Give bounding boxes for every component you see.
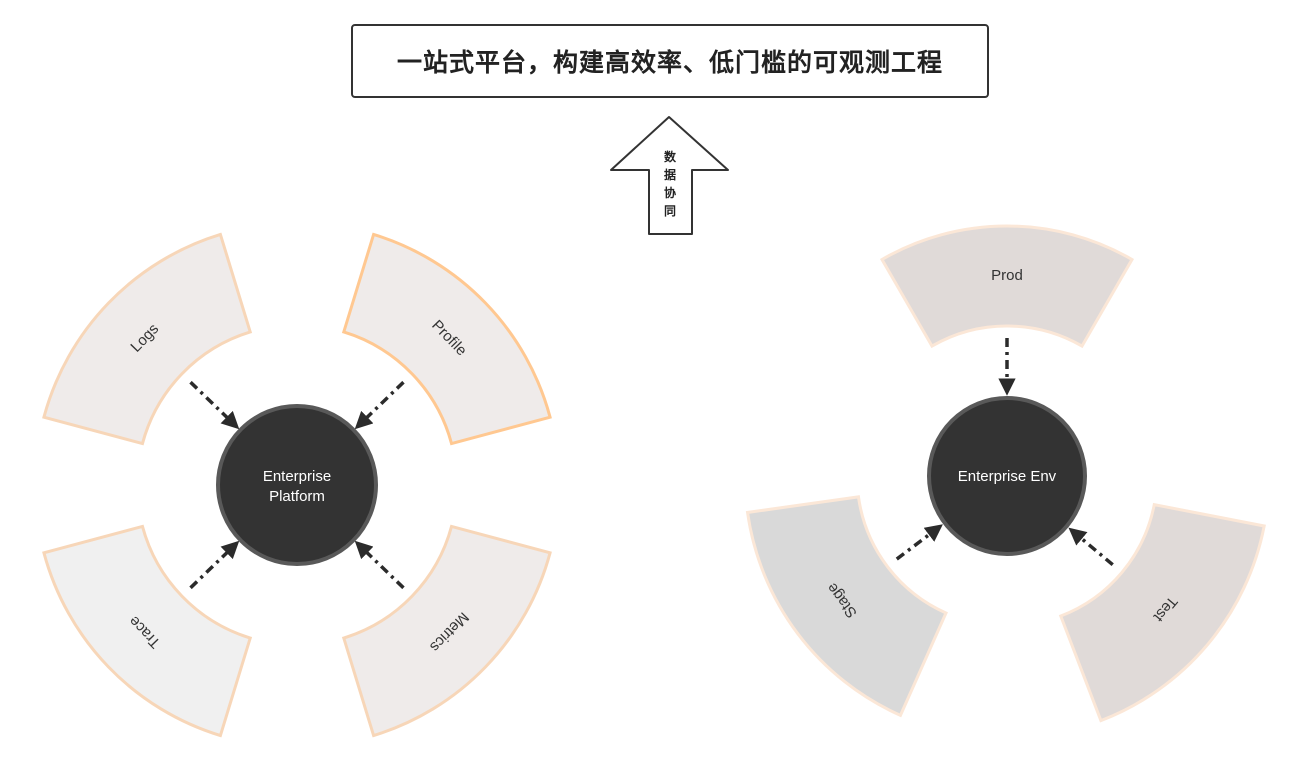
dash-dot-arrow <box>895 523 943 561</box>
title-box: 一站式平台，构建高效率、低门槛的可观测工程 <box>351 24 989 98</box>
arrow-label-char: 数 <box>664 149 677 164</box>
dash-dot-arrow <box>354 380 405 430</box>
env-diagram: Prod Test Stage Enterprise Env <box>745 224 1266 723</box>
dash-dot-arrow <box>354 540 405 590</box>
dash-dot-arrow <box>1068 527 1114 567</box>
segment-shape <box>341 232 552 446</box>
title-text: 一站式平台，构建高效率、低门槛的可观测工程 <box>396 48 943 77</box>
segment-shape <box>42 232 253 446</box>
up-arrow-icon <box>610 116 729 235</box>
hub-label-line2: Platform <box>269 488 325 505</box>
arrow-label-char: 同 <box>664 204 676 218</box>
segment-shape <box>1058 502 1266 723</box>
hub-label-line1: Enterprise <box>263 468 331 485</box>
segment-label: Prod <box>991 267 1023 284</box>
platform-diagram: Logs Profile Metrics Trace Enterprise Pl… <box>42 232 552 738</box>
segment-trace[interactable]: Trace <box>42 524 253 738</box>
segment-shape <box>341 524 552 738</box>
hub-label: Enterprise Env <box>958 468 1057 485</box>
hub-enterprise-env[interactable]: Enterprise Env <box>927 396 1087 556</box>
segment-shape <box>879 224 1135 349</box>
hub-circle <box>216 404 378 566</box>
data-collaboration-arrow: 数 据 协 同 <box>610 116 729 235</box>
segment-metrics[interactable]: Metrics <box>341 524 552 738</box>
hub-enterprise-platform[interactable]: Enterprise Platform <box>216 404 378 566</box>
segment-shape <box>42 524 253 738</box>
arrow-label-char: 协 <box>664 185 676 200</box>
segment-profile[interactable]: Profile <box>341 232 552 446</box>
dash-dot-arrow <box>189 540 240 590</box>
segment-prod[interactable]: Prod <box>879 224 1135 349</box>
segment-shape <box>745 495 948 718</box>
segment-stage[interactable]: Stage <box>745 495 948 718</box>
segment-logs[interactable]: Logs <box>42 232 253 446</box>
hub-circle <box>927 396 1087 556</box>
segment-test[interactable]: Test <box>1058 502 1266 723</box>
dash-dot-arrow <box>189 380 240 430</box>
arrow-label-char: 据 <box>664 167 676 182</box>
